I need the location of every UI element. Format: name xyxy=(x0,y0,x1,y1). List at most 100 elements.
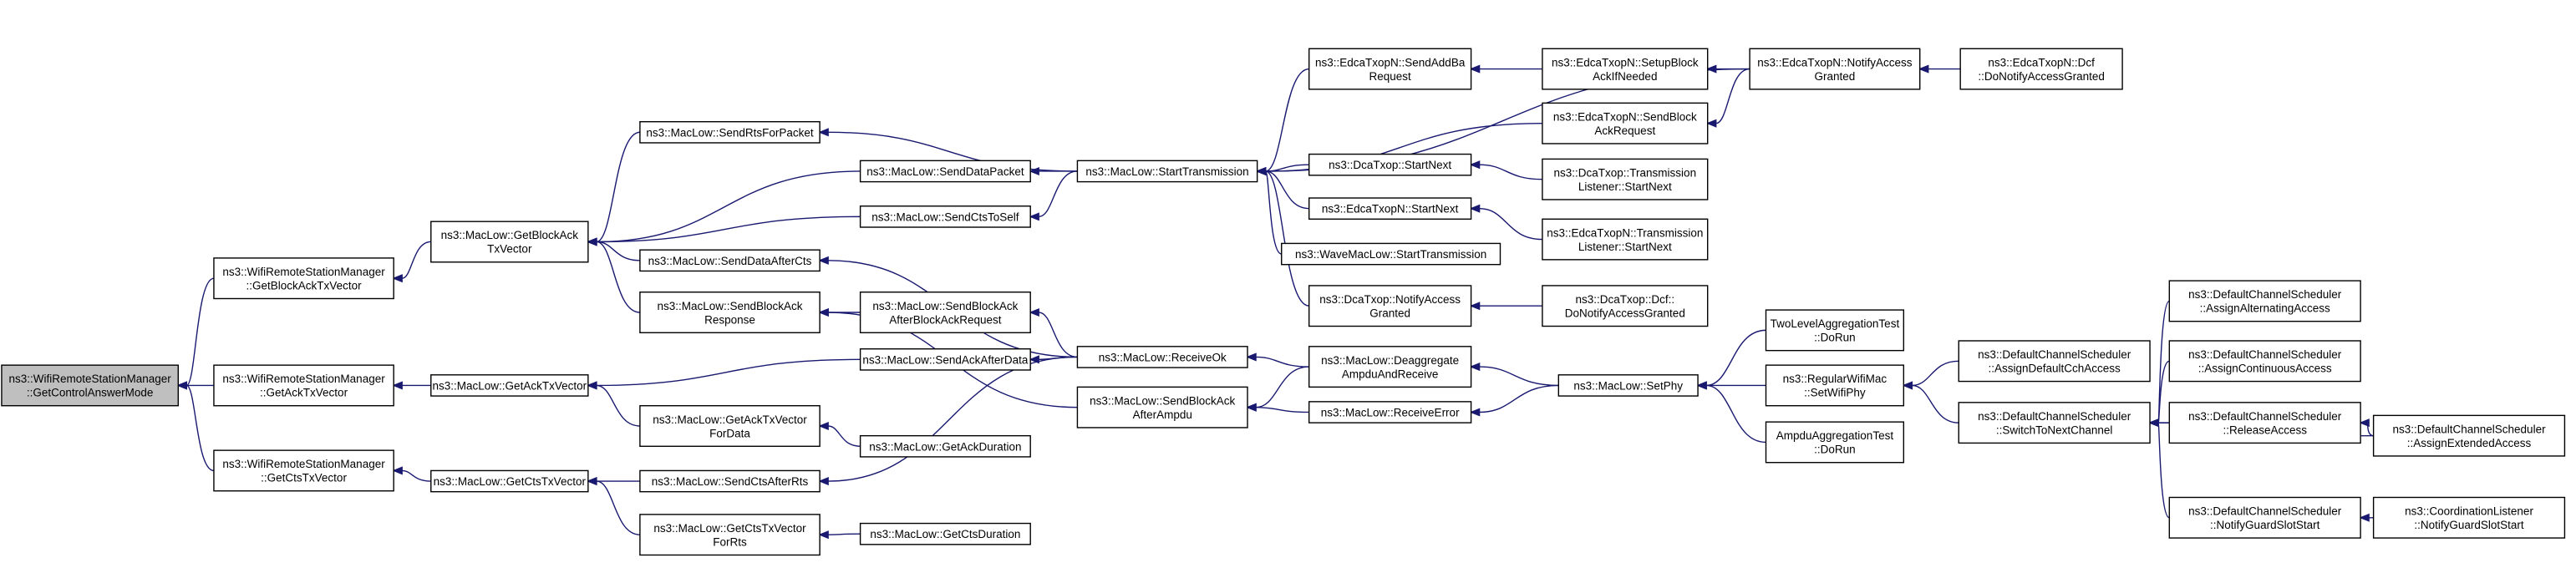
edge-dca_dcf_notify-to-dca_notifyaccess xyxy=(1469,302,1542,311)
node-box[interactable] xyxy=(1308,197,1472,220)
node-twolevel-dorun[interactable]: TwoLevelAggregationTest::DoRun xyxy=(1765,309,1905,352)
node-ml-getcts[interactable]: ns3::MacLow::GetCtsTxVector xyxy=(430,469,589,493)
node-box[interactable] xyxy=(1076,160,1258,183)
node-ml-sendctstoself[interactable]: ns3::MacLow::SendCtsToSelf xyxy=(859,205,1031,228)
node-box[interactable] xyxy=(859,205,1031,228)
node-dcs-assignextended[interactable]: ns3::DefaultChannelScheduler::AssignExte… xyxy=(2372,414,2566,457)
node-label-line: ::GetAckTxVector xyxy=(260,387,348,399)
node-ml-getackduration[interactable]: ns3::MacLow::GetAckDuration xyxy=(859,434,1031,458)
node-wrsm-ack[interactable]: ns3::WifiRemoteStationManager::GetAckTxV… xyxy=(213,364,394,407)
node-label-line: ns3::MacLow::GetCtsTxVector xyxy=(653,522,806,535)
node-box[interactable] xyxy=(639,249,821,272)
node-edca-txlistener[interactable]: ns3::EdcaTxopN::TransmissionListener::St… xyxy=(1542,218,1709,261)
node-wave-starttx[interactable]: ns3::WaveMacLow::StartTransmission xyxy=(1281,242,1501,266)
node-ml-sendackafterdata[interactable]: ns3::MacLow::SendAckAfterData xyxy=(859,348,1031,371)
node-ml-receiveok[interactable]: ns3::MacLow::ReceiveOk xyxy=(1076,346,1248,368)
node-box[interactable] xyxy=(1542,102,1709,145)
node-box[interactable] xyxy=(430,374,589,397)
node-box[interactable] xyxy=(1765,421,1905,464)
node-ml-sendblockackafterbar[interactable]: ns3::MacLow::SendBlockAckAfterBlockAckRe… xyxy=(859,292,1031,333)
node-wrsm-cts[interactable]: ns3::WifiRemoteStationManager::GetCtsTxV… xyxy=(213,449,394,492)
node-box[interactable] xyxy=(859,160,1031,183)
node-ml-senddatapacket[interactable]: ns3::MacLow::SendDataPacket xyxy=(859,160,1031,183)
node-wrsm-blockack[interactable]: ns3::WifiRemoteStationManager::GetBlockA… xyxy=(213,257,394,300)
node-box[interactable] xyxy=(1542,48,1709,90)
node-box[interactable] xyxy=(859,292,1031,333)
node-box[interactable] xyxy=(1308,401,1472,423)
node-edca-notifyaccess[interactable]: ns3::EdcaTxopN::NotifyAccessGranted xyxy=(1749,48,1921,90)
node-box[interactable] xyxy=(1958,402,2151,444)
node-box[interactable] xyxy=(1281,242,1501,266)
node-ml-getack[interactable]: ns3::MacLow::GetAckTxVector xyxy=(430,374,589,397)
node-box[interactable] xyxy=(213,364,394,407)
node-box[interactable] xyxy=(2168,340,2361,383)
node-box[interactable] xyxy=(1542,218,1709,261)
node-box[interactable] xyxy=(1308,48,1472,90)
node-dca-txlistener[interactable]: ns3::DcaTxop::TransmissionListener::Star… xyxy=(1542,158,1709,200)
node-ml-sendctsafterrts[interactable]: ns3::MacLow::SendCtsAfterRts xyxy=(639,469,821,493)
node-box[interactable] xyxy=(1308,153,1472,176)
node-box[interactable] xyxy=(639,514,821,556)
node-ml-starttx[interactable]: ns3::MacLow::StartTransmission xyxy=(1076,160,1258,183)
node-box[interactable] xyxy=(1542,285,1709,327)
node-box[interactable] xyxy=(1,364,179,407)
node-box[interactable] xyxy=(1749,48,1921,90)
node-box[interactable] xyxy=(1308,346,1472,388)
node-box[interactable] xyxy=(1958,340,2151,383)
node-box[interactable] xyxy=(2168,402,2361,444)
node-dcs-assigndefaultcch[interactable]: ns3::DefaultChannelScheduler::AssignDefa… xyxy=(1958,340,2151,383)
node-box[interactable] xyxy=(430,221,589,263)
node-ml-receiveerror[interactable]: ns3::MacLow::ReceiveError xyxy=(1308,401,1472,423)
node-box[interactable] xyxy=(639,405,821,447)
node-box[interactable] xyxy=(213,449,394,492)
node-box[interactable] xyxy=(1959,48,2123,90)
node-box[interactable] xyxy=(639,469,821,493)
node-dcs-releaseaccess[interactable]: ns3::DefaultChannelScheduler::ReleaseAcc… xyxy=(2168,402,2361,444)
node-box[interactable] xyxy=(859,522,1031,545)
node-box[interactable] xyxy=(2372,414,2566,457)
node-box[interactable] xyxy=(639,121,821,144)
node-dcs-assigncontinuous[interactable]: ns3::DefaultChannelScheduler::AssignCont… xyxy=(2168,340,2361,383)
node-coord-notifyguardslot[interactable]: ns3::CoordinationListener::NotifyGuardSl… xyxy=(2372,496,2566,539)
node-box[interactable] xyxy=(1308,285,1472,327)
node-box[interactable] xyxy=(639,292,821,333)
node-box[interactable] xyxy=(430,469,589,493)
node-box[interactable] xyxy=(859,348,1031,371)
node-box[interactable] xyxy=(2372,496,2566,539)
node-ml-getctsduration[interactable]: ns3::MacLow::GetCtsDuration xyxy=(859,522,1031,545)
node-box[interactable] xyxy=(213,257,394,300)
node-box[interactable] xyxy=(1765,364,1905,407)
node-box[interactable] xyxy=(1542,158,1709,200)
node-box[interactable] xyxy=(2168,496,2361,539)
node-box[interactable] xyxy=(1557,374,1699,397)
node-dcs-assignalternating[interactable]: ns3::DefaultChannelScheduler::AssignAlte… xyxy=(2168,280,2361,322)
node-edca-startnext[interactable]: ns3::EdcaTxopN::StartNext xyxy=(1308,197,1472,220)
node-ml-setphy[interactable]: ns3::MacLow::SetPhy xyxy=(1557,374,1699,397)
node-ml-sendrts[interactable]: ns3::MacLow::SendRtsForPacket xyxy=(639,121,821,144)
node-dcs-switchtonext[interactable]: ns3::DefaultChannelScheduler::SwitchToNe… xyxy=(1958,402,2151,444)
node-regularwifimac-setwifiphy[interactable]: ns3::RegularWifiMac::SetWifiPhy xyxy=(1765,364,1905,407)
node-box[interactable] xyxy=(1076,346,1248,368)
node-box[interactable] xyxy=(2168,280,2361,322)
node-dcs-notifyguardslot[interactable]: ns3::DefaultChannelScheduler::NotifyGuar… xyxy=(2168,496,2361,539)
node-dca-notifyaccess[interactable]: ns3::DcaTxop::NotifyAccessGranted xyxy=(1308,285,1472,327)
node-dca-startnext[interactable]: ns3::DcaTxop::StartNext xyxy=(1308,153,1472,176)
node-box[interactable] xyxy=(1765,309,1905,352)
node-box[interactable] xyxy=(859,434,1031,458)
node-ml-senddataafterCts[interactable]: ns3::MacLow::SendDataAfterCts xyxy=(639,249,821,272)
node-ml-getblockack[interactable]: ns3::MacLow::GetBlockAckTxVector xyxy=(430,221,589,263)
node-root[interactable]: ns3::WifiRemoteStationManager::GetContro… xyxy=(1,364,179,407)
node-box[interactable] xyxy=(1076,386,1248,429)
node-ampdu-dorun[interactable]: AmpduAggregationTest::DoRun xyxy=(1765,421,1905,464)
node-dca-dcf-notify[interactable]: ns3::DcaTxop::Dcf::DoNotifyAccessGranted xyxy=(1542,285,1709,327)
node-label-line: ns3::EdcaTxopN::SetupBlock xyxy=(1552,56,1699,68)
node-edca-dcf-notify[interactable]: ns3::EdcaTxopN::Dcf::DoNotifyAccessGrant… xyxy=(1959,48,2123,90)
